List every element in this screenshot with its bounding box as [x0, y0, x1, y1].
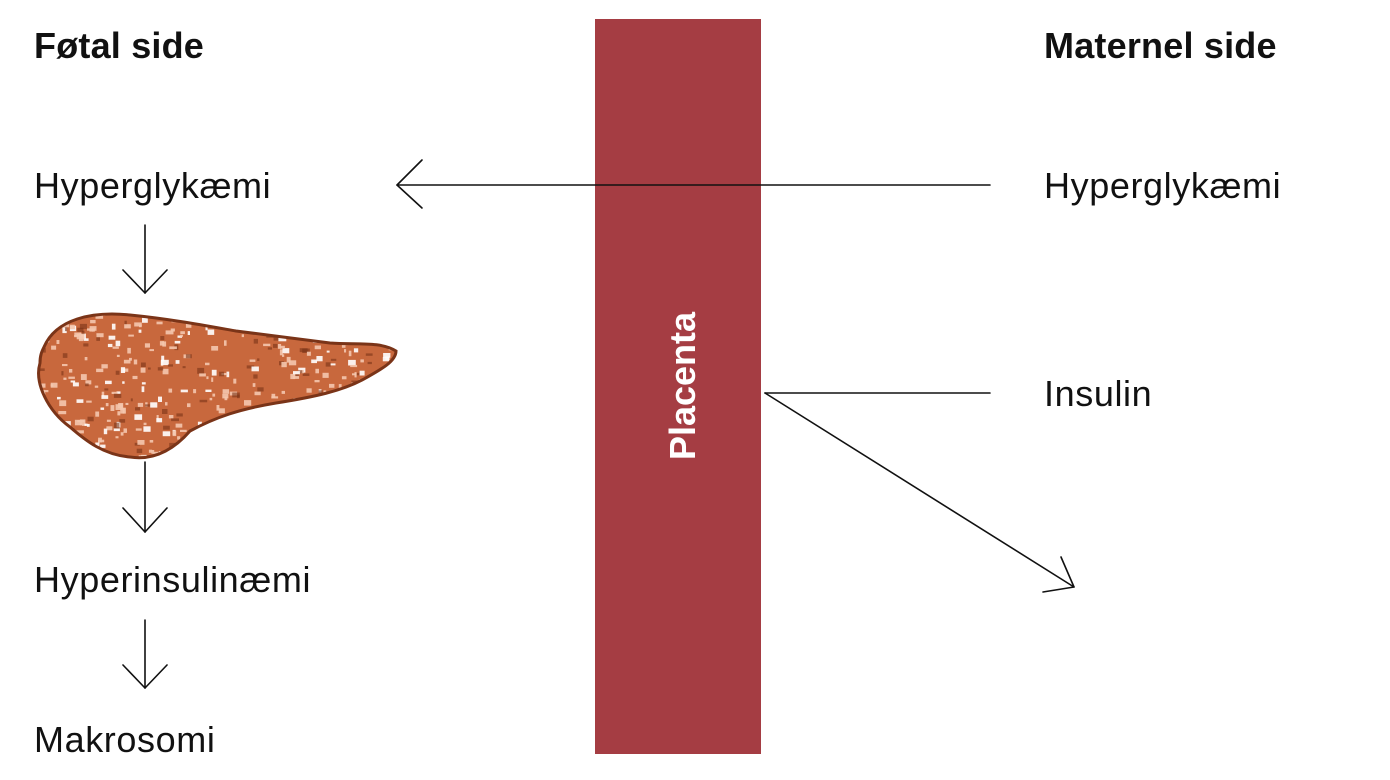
fetal-hyperglycemia-label: Hyperglykæmi: [34, 165, 272, 206]
maternal-side-heading: Maternel side: [1044, 25, 1277, 66]
hyperinsulinemia-to-macrosomia-arrow: [122, 619, 168, 689]
glucose-transfer-arrow: [396, 159, 991, 209]
fetal-macrosomia-label: Makrosomi: [34, 719, 216, 760]
hyperglycemia-to-pancreas-arrow: [122, 224, 168, 294]
placenta-barrier: [595, 19, 761, 754]
maternal-insulin-label: Insulin: [1044, 373, 1153, 414]
fetal-side-heading: Føtal side: [34, 25, 205, 66]
pancreas-icon: [37, 312, 398, 460]
pancreas-to-hyperinsulinemia-arrow: [122, 461, 168, 533]
maternal-hyperglycemia-label: Hyperglykæmi: [1044, 165, 1282, 206]
insulin-blocked-arrow: [764, 392, 1075, 593]
fetal-hyperinsulinemia-label: Hyperinsulinæmi: [34, 559, 312, 600]
